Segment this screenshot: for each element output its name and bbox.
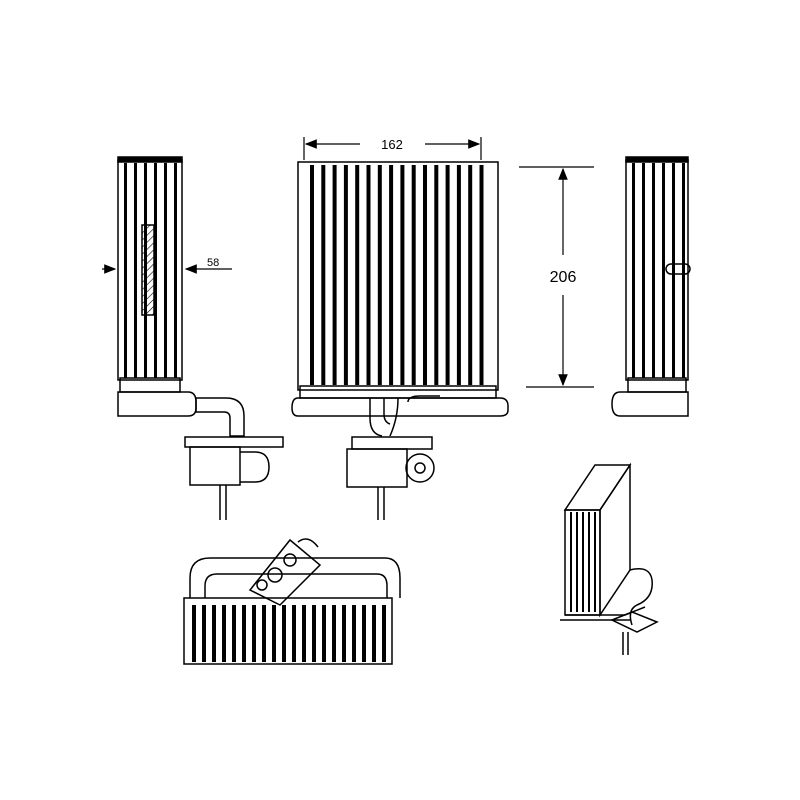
fin	[411, 165, 416, 385]
fin	[594, 512, 596, 612]
fin	[343, 165, 348, 385]
fin	[576, 512, 578, 612]
fin	[445, 165, 450, 385]
fin	[242, 605, 246, 662]
width-dimension-label: 162	[381, 137, 403, 152]
fin	[302, 605, 306, 662]
fin	[423, 165, 427, 385]
fin	[212, 605, 216, 662]
fin	[124, 163, 127, 378]
fin	[322, 605, 326, 662]
fin	[389, 165, 394, 385]
fin	[282, 605, 286, 662]
fin	[252, 605, 256, 662]
fin	[312, 605, 316, 662]
fin	[262, 605, 266, 662]
fin	[366, 165, 371, 385]
fin	[202, 605, 206, 662]
fin	[662, 163, 665, 378]
fin	[434, 165, 439, 385]
fin	[232, 605, 236, 662]
fin	[310, 165, 314, 385]
depth-dimension-label: 58	[207, 257, 219, 269]
fin	[342, 605, 346, 662]
fin	[174, 163, 177, 378]
fin	[582, 512, 584, 612]
isometric-view	[560, 462, 659, 655]
fin	[588, 512, 590, 612]
fin	[632, 163, 635, 378]
fin	[192, 605, 196, 662]
fin	[272, 605, 276, 662]
fin	[321, 165, 326, 385]
fin	[164, 163, 167, 378]
fin	[134, 163, 137, 378]
bottom-view	[183, 538, 401, 665]
fin	[355, 165, 360, 385]
fin	[377, 165, 382, 385]
fin	[400, 165, 405, 385]
fin	[479, 165, 484, 385]
fin	[332, 165, 337, 385]
fin	[642, 163, 645, 378]
fin	[570, 512, 572, 612]
fin	[672, 163, 675, 378]
fin	[332, 605, 336, 662]
fin	[222, 605, 226, 662]
fin	[372, 605, 376, 662]
fin	[652, 163, 655, 378]
fin	[352, 605, 356, 662]
fin	[382, 605, 386, 662]
front-view	[291, 161, 509, 520]
fin	[456, 165, 461, 385]
fin	[468, 165, 473, 385]
height-dimension-label: 206	[550, 269, 577, 286]
side-view-left	[117, 156, 284, 520]
fin	[362, 605, 366, 662]
fin	[154, 163, 157, 378]
fin	[682, 163, 685, 378]
fin	[292, 605, 296, 662]
side-view-right	[611, 156, 691, 417]
